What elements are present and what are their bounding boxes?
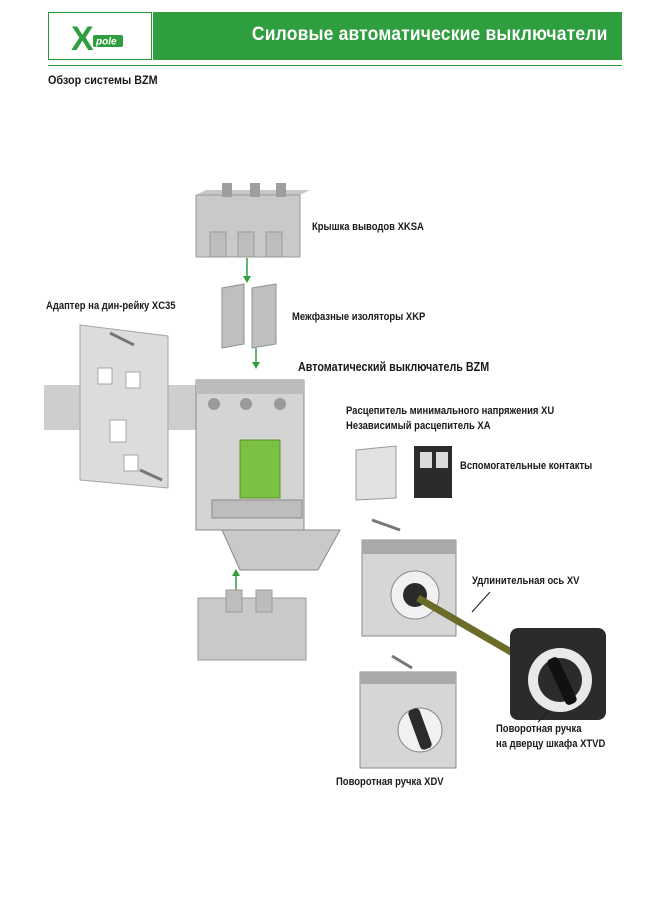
label-extension-shaft: Удлинительная ось XV bbox=[472, 575, 580, 587]
label-shunt: Независимый расцепитель XA bbox=[346, 420, 491, 432]
logo-word: pole bbox=[95, 37, 117, 48]
logo-letter: X bbox=[71, 20, 94, 58]
trip-unit-image bbox=[355, 445, 397, 501]
label-terminal-cover: Крышка выводов XKSA bbox=[312, 221, 424, 233]
label-rotary-handle: Поворотная ручка XDV bbox=[336, 776, 444, 788]
din-adapter-image bbox=[44, 324, 200, 489]
rotary-mechanism-image bbox=[361, 518, 457, 637]
door-handle-image bbox=[510, 628, 606, 720]
label-din-adapter: Адаптер на дин-рейку XC35 bbox=[46, 300, 176, 312]
breaker-image bbox=[195, 379, 341, 571]
page-title: Силовые автоматические выключатели bbox=[252, 24, 608, 45]
page-header: X pole Силовые автоматические выключател… bbox=[48, 12, 622, 62]
terminal-cover-image bbox=[195, 183, 310, 258]
section-subtitle: Обзор системы BZM bbox=[48, 73, 158, 87]
label-breaker: Автоматический выключатель BZM bbox=[298, 360, 490, 374]
label-door-handle-line2: на дверцу шкафа XTVD bbox=[496, 738, 606, 750]
brand-logo: X pole bbox=[48, 12, 152, 60]
label-aux-contacts: Вспомогательные контакты bbox=[460, 460, 593, 472]
rotary-handle-image bbox=[359, 654, 457, 769]
label-door-handle-line1: Поворотная ручка bbox=[496, 723, 582, 735]
label-insulators: Межфазные изоляторы XKP bbox=[292, 311, 426, 323]
label-undervoltage: Расцепитель минимального напряжения XU bbox=[346, 405, 555, 417]
aux-contacts-image bbox=[414, 446, 452, 498]
header-divider bbox=[48, 65, 622, 66]
phase-insulators-image bbox=[221, 283, 277, 349]
xpole-logo-icon: X pole bbox=[71, 20, 123, 58]
title-banner: Силовые автоматические выключатели bbox=[153, 12, 622, 60]
bottom-cover-image bbox=[197, 589, 307, 661]
